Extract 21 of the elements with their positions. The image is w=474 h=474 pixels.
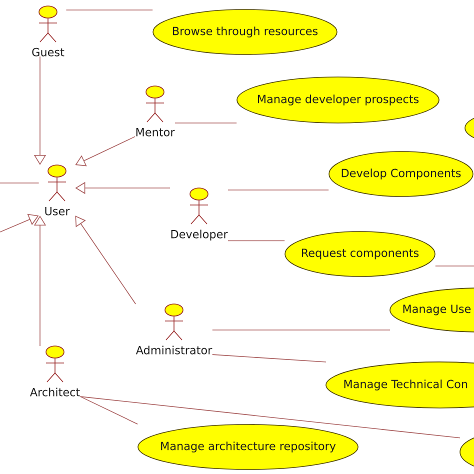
actor: Guest xyxy=(32,6,64,56)
actor: Developer xyxy=(171,188,228,241)
actor: User xyxy=(45,164,70,216)
node-label: User xyxy=(45,207,70,216)
use-case-ellipse xyxy=(460,437,474,467)
association-line xyxy=(174,122,237,124)
association-line xyxy=(0,182,40,184)
association-line xyxy=(228,240,285,242)
association-line xyxy=(80,396,460,438)
generalization-arrow xyxy=(75,216,136,304)
actor: Mentor xyxy=(136,86,175,136)
actor: Architect xyxy=(30,346,80,396)
node-label: Administrator xyxy=(136,346,212,354)
association-line xyxy=(80,396,138,424)
actor: Administrator xyxy=(136,304,212,354)
node-label: Guest xyxy=(32,48,64,56)
node-label: Developer xyxy=(171,230,228,241)
association-line xyxy=(212,354,326,362)
node-label: Architect xyxy=(30,388,80,396)
node-label: Mentor xyxy=(136,128,175,136)
use-case-ellipse xyxy=(464,118,474,138)
